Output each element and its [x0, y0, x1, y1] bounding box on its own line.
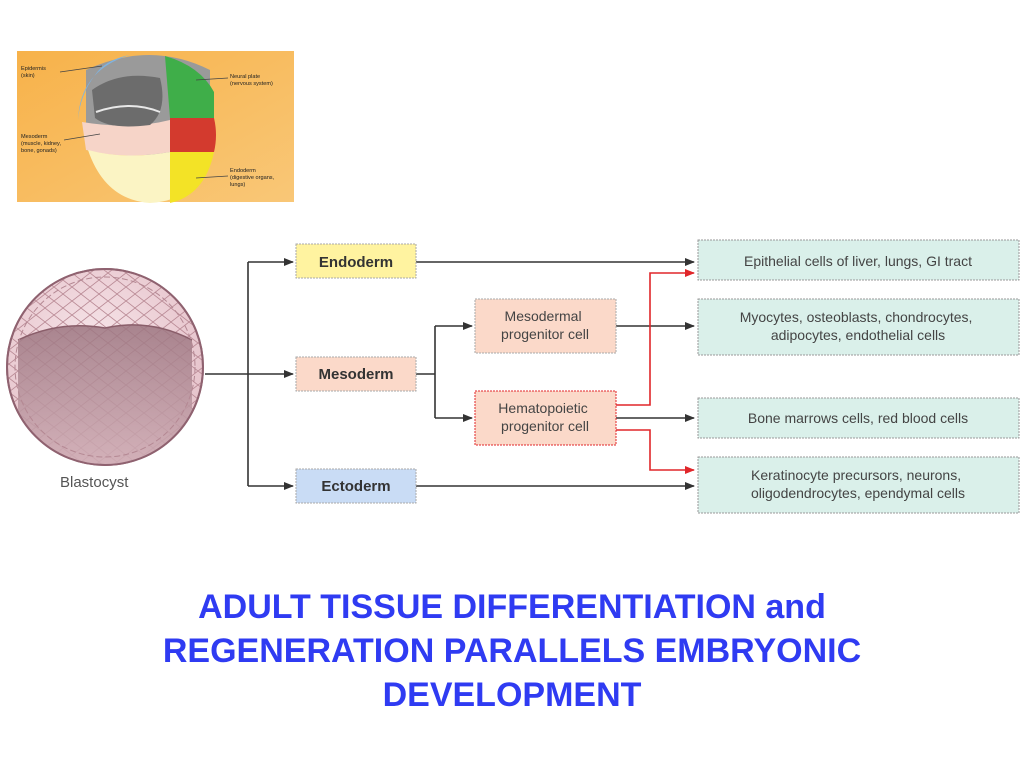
- inset-labels: Epidermis (skin) Mesoderm (muscle, kidne…: [21, 66, 276, 188]
- outcome-keratinocyte-label: Keratinocyte precursors, neurons, oligod…: [751, 467, 965, 501]
- outcome-bone-marrow-box: Bone marrows cells, red blood cells: [697, 397, 1020, 439]
- inset-label-epidermis: Epidermis (skin): [21, 66, 47, 79]
- germ-layer-boxes: Endoderm Mesoderm Ectoderm: [295, 243, 417, 504]
- outcome-epithelial-label: Epithelial cells of liver, lungs, GI tra…: [744, 253, 972, 269]
- ectoderm-label: Ectoderm: [321, 478, 390, 495]
- mesoderm-label: Mesoderm: [318, 366, 393, 383]
- outcome-epithelial-box: Epithelial cells of liver, lungs, GI tra…: [697, 239, 1020, 281]
- mesoderm-box: Mesoderm: [295, 356, 417, 392]
- ectoderm-box: Ectoderm: [295, 468, 417, 504]
- progenitor-boxes: Mesodermal progenitor cell Hematopoietic…: [474, 298, 617, 446]
- hematopoietic-progenitor-label: Hematopoietic progenitor cell: [498, 400, 591, 434]
- outcome-boxes: Epithelial cells of liver, lungs, GI tra…: [697, 239, 1020, 514]
- mesodermal-progenitor-box: Mesodermal progenitor cell: [474, 298, 617, 354]
- outcome-keratinocyte-box: Keratinocyte precursors, neurons, oligod…: [697, 456, 1020, 514]
- mesodermal-progenitor-label: Mesodermal progenitor cell: [501, 308, 589, 342]
- inset-label-endoderm: Endoderm (digestive organs, lungs): [230, 168, 276, 188]
- black-connectors: [205, 258, 695, 490]
- slide-title-line-2: REGENERATION PARALLELS EMBRYONIC: [162, 632, 862, 670]
- red-arrow-to-epithelial: [616, 269, 695, 406]
- inset-label-mesoderm: Mesoderm (muscle, kidney, bone, gonads): [21, 134, 63, 154]
- inset-leader-lines: [59, 65, 229, 179]
- endoderm-box: Endoderm: [295, 243, 417, 279]
- outcome-myocytes-box: Myocytes, osteoblasts, chondrocytes, adi…: [697, 298, 1020, 356]
- slide-title-line-3: DEVELOPMENT: [382, 676, 642, 714]
- slide-title-line-1: ADULT TISSUE DIFFERENTIATION and: [198, 588, 826, 626]
- inset-label-neural-plate: Neural plate (nervous system): [230, 74, 273, 87]
- embryo-sphere: [78, 55, 216, 203]
- embryo-germ-layer-illustration: Epidermis (skin) Mesoderm (muscle, kidne…: [17, 51, 294, 203]
- red-connectors: [616, 269, 695, 474]
- slide-title: ADULT TISSUE DIFFERENTIATION and REGENER…: [62, 585, 962, 717]
- endoderm-label: Endoderm: [319, 254, 393, 271]
- hematopoietic-progenitor-box: Hematopoietic progenitor cell: [474, 390, 617, 446]
- outcome-myocytes-label: Myocytes, osteoblasts, chondrocytes, adi…: [740, 309, 977, 343]
- blastocyst-illustration: Blastocyst: [6, 268, 204, 491]
- red-arrow-to-keratinocyte: [616, 429, 695, 474]
- outcome-bone-marrow-label: Bone marrows cells, red blood cells: [748, 410, 968, 426]
- blastocyst-label: Blastocyst: [60, 474, 129, 491]
